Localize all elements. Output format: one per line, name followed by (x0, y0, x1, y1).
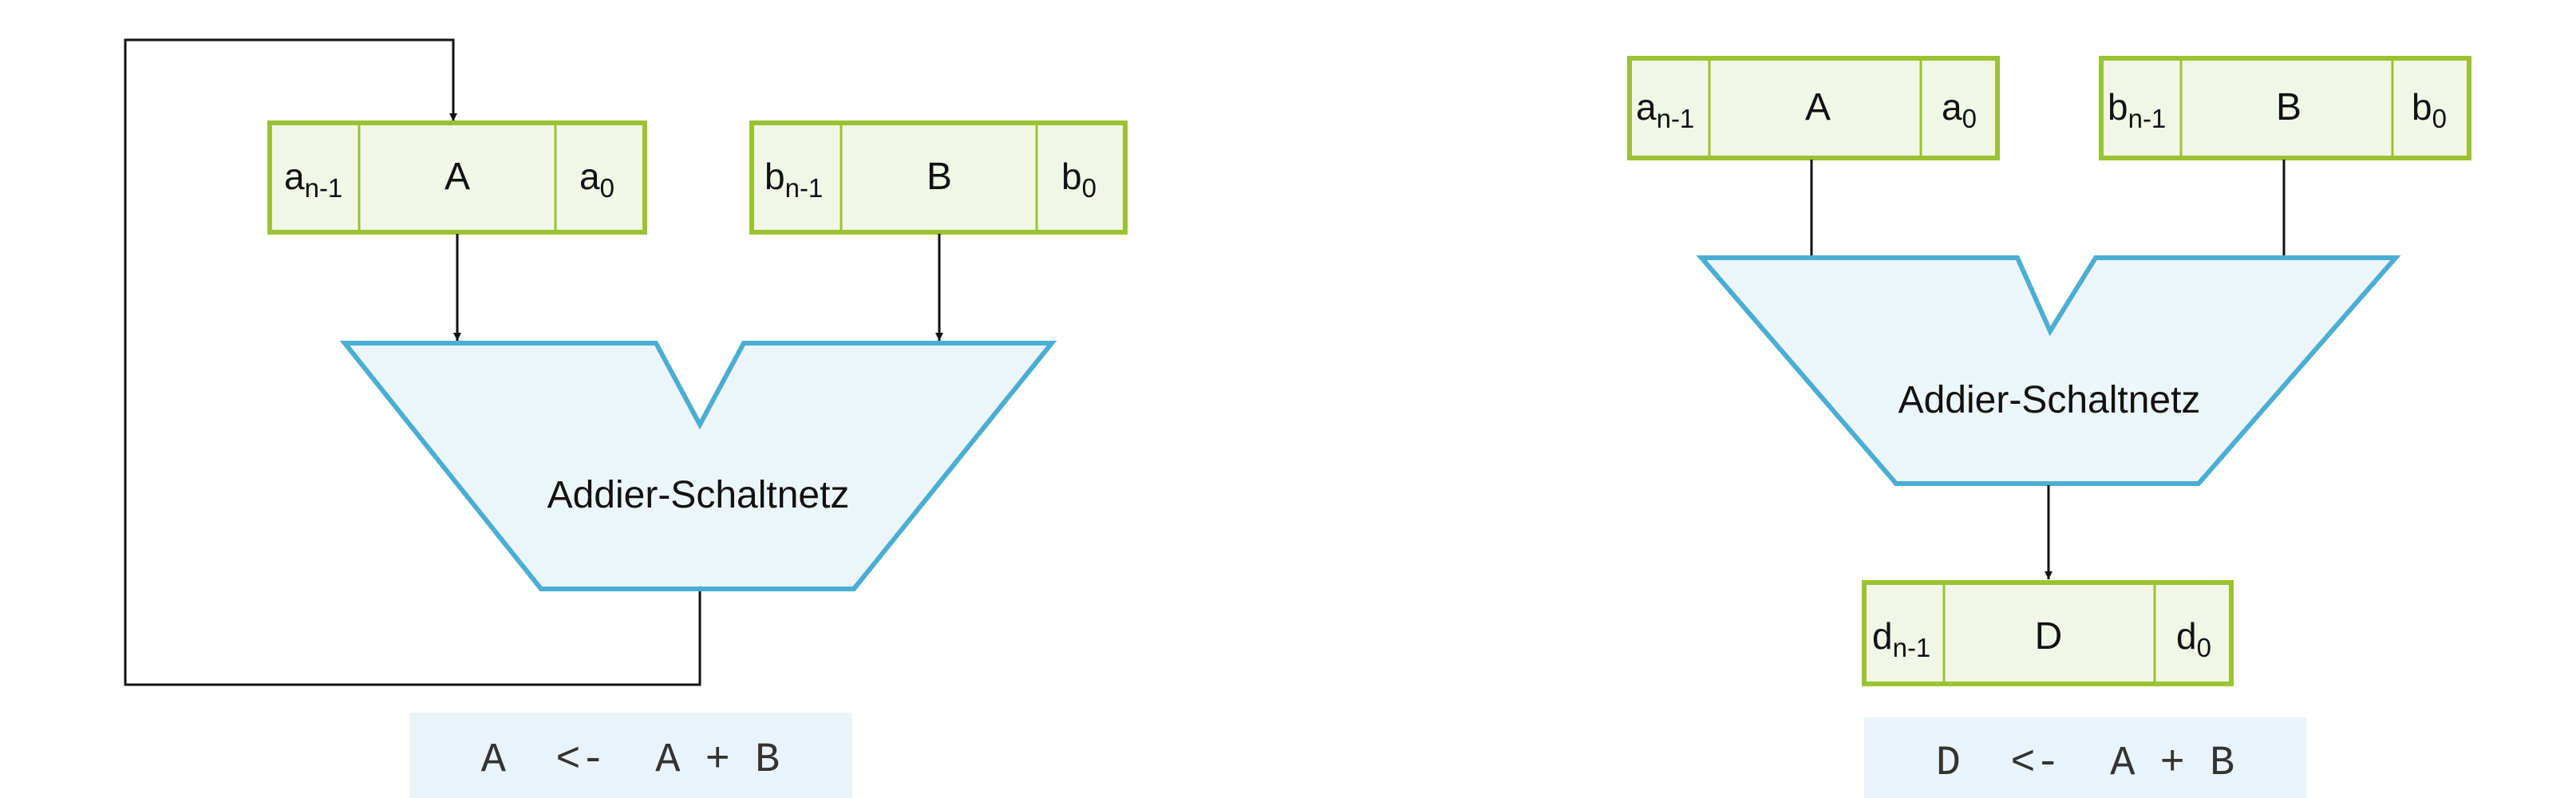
register-lsb-label: b0 (2412, 86, 2447, 133)
transfer-formula: D <- A + B (1936, 740, 2234, 787)
feedback-line (124, 38, 701, 686)
register-msb-label: bn-1 (2108, 86, 2166, 133)
right-register-a: an-1 A a0 (1627, 56, 2000, 160)
register-lsb-label: d0 (2176, 615, 2211, 662)
register-msb-label: an-1 (1636, 86, 1694, 133)
register-lsb-label: a0 (1942, 86, 1977, 133)
register-name: A (1805, 86, 1831, 128)
right-adder: Addier-Schaltnetz (1696, 255, 2401, 486)
register-name: B (926, 156, 952, 198)
register-name: D (2035, 615, 2063, 658)
register-msb-label: bn-1 (765, 156, 823, 203)
register-box (267, 120, 647, 235)
right-register-d: dn-1 D d0 (1862, 580, 2234, 686)
left-adder: Addier-Schaltnetz (339, 341, 1057, 591)
register-msb-label: an-1 (284, 156, 342, 203)
left-diagram: an-1 A a0 bn-1 B b0 Addier-Schaltnetz A … (124, 38, 1128, 798)
register-box (2099, 56, 2471, 160)
register-msb-label: dn-1 (1872, 615, 1930, 662)
left-formula: A <- A + B (409, 713, 852, 798)
adder-label: Addier-Schaltnetz (1898, 379, 2201, 421)
left-register-a: an-1 A a0 (267, 120, 647, 235)
register-lsb-label: a0 (579, 156, 614, 203)
transfer-formula: A <- A + B (481, 737, 780, 784)
adder-label: Addier-Schaltnetz (547, 474, 850, 516)
register-box (1627, 56, 2000, 160)
right-diagram: an-1 A a0 bn-1 B b0 Addier-Schaltnetz (1627, 56, 2471, 798)
register-box (1862, 580, 2234, 686)
register-lsb-label: b0 (1061, 156, 1096, 203)
register-name: B (2276, 86, 2301, 128)
right-register-b: bn-1 B b0 (2099, 56, 2471, 160)
left-register-b: bn-1 B b0 (749, 120, 1128, 235)
register-box (749, 120, 1128, 235)
right-formula: D <- A + B (1864, 717, 2306, 798)
register-name: A (444, 156, 470, 198)
